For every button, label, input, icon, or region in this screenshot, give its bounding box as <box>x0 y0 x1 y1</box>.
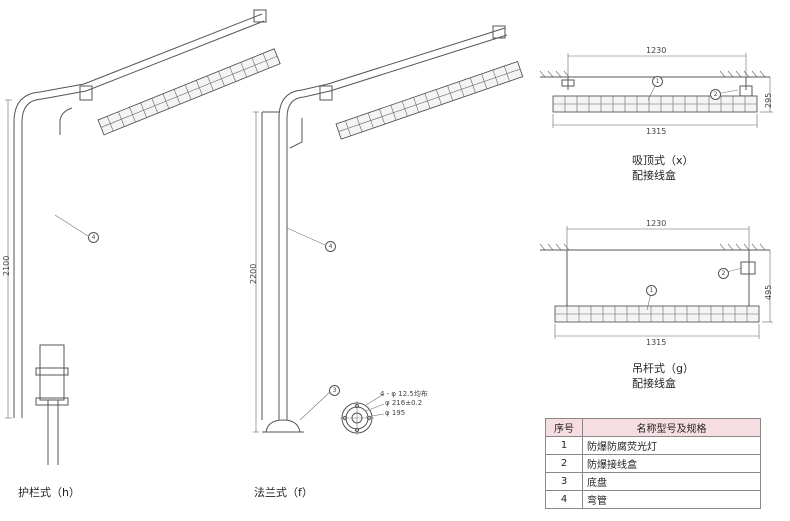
row-name: 底盘 <box>582 472 761 491</box>
ceiling-caption-line2: 配接线盒 <box>632 169 676 182</box>
guardrail-junction-box <box>79 85 93 101</box>
row-no: 4 <box>545 490 583 509</box>
ceiling-drawing <box>539 53 773 128</box>
header-name: 名称型号及规格 <box>582 418 761 437</box>
row-no: 2 <box>545 454 583 473</box>
table-row: 4 弯管 <box>545 490 761 509</box>
flange-holes-spec: 4 - φ 12.5均布 <box>380 390 428 398</box>
flange-dia-spec: φ 195 <box>385 409 406 417</box>
row-name: 防爆接线盒 <box>582 454 761 473</box>
ceiling-width-top: 1230 <box>646 46 667 55</box>
pendant-width-top: 1230 <box>646 219 667 228</box>
guardrail-part-marker: 4 <box>88 232 99 243</box>
flange-luminaire <box>289 25 524 149</box>
pendant-junction-box <box>740 261 756 275</box>
pendant-drawing <box>539 226 773 339</box>
parts-table: 序号 名称型号及规格 1 防爆防腐荧光灯 2 防爆接线盒 3 底盘 4 弯管 <box>545 418 761 509</box>
guardrail-height-dim: 2100 <box>2 255 11 276</box>
parts-table-header: 序号 名称型号及规格 <box>545 418 761 437</box>
table-row: 2 防爆接线盒 <box>545 454 761 473</box>
table-row: 3 底盘 <box>545 472 761 491</box>
flange-pole <box>253 83 331 433</box>
ceiling-caption-line1: 吸顶式（x） <box>632 154 694 167</box>
guardrail-luminaire <box>59 9 281 136</box>
header-no: 序号 <box>545 418 583 437</box>
guardrail-caption: 护栏式（h） <box>18 486 80 499</box>
pendant-caption-line1: 吊杆式（g） <box>632 362 694 375</box>
row-name: 弯管 <box>582 490 761 509</box>
flange-pcd-spec: φ 216±0.2 <box>385 399 423 407</box>
pendant-height-dim: 495 <box>764 284 773 300</box>
ceiling-width-bottom: 1315 <box>646 127 667 136</box>
flange-pipe-marker: 4 <box>325 241 336 252</box>
flange-plan-view <box>340 393 385 435</box>
ceiling-height-dim: 295 <box>764 92 773 108</box>
row-no: 3 <box>545 472 583 491</box>
pendant-caption-line2: 配接线盒 <box>632 377 676 390</box>
flange-caption: 法兰式（f） <box>254 486 313 499</box>
row-no: 1 <box>545 436 583 455</box>
flange-height-dim: 2200 <box>249 263 258 284</box>
ceiling-lamp-marker: 1 <box>652 76 663 87</box>
pendant-width-bottom: 1315 <box>646 338 667 347</box>
pendant-lamp-marker: 1 <box>646 285 657 296</box>
guardrail-post <box>39 344 65 401</box>
flange-base <box>265 419 301 433</box>
row-name: 防爆防腐荧光灯 <box>582 436 761 455</box>
guardrail-pole <box>5 83 89 465</box>
ceiling-box-marker: 2 <box>710 89 721 100</box>
flange-base-marker: 3 <box>329 385 340 396</box>
pendant-box-marker: 2 <box>718 268 729 279</box>
table-row: 1 防爆防腐荧光灯 <box>545 436 761 455</box>
